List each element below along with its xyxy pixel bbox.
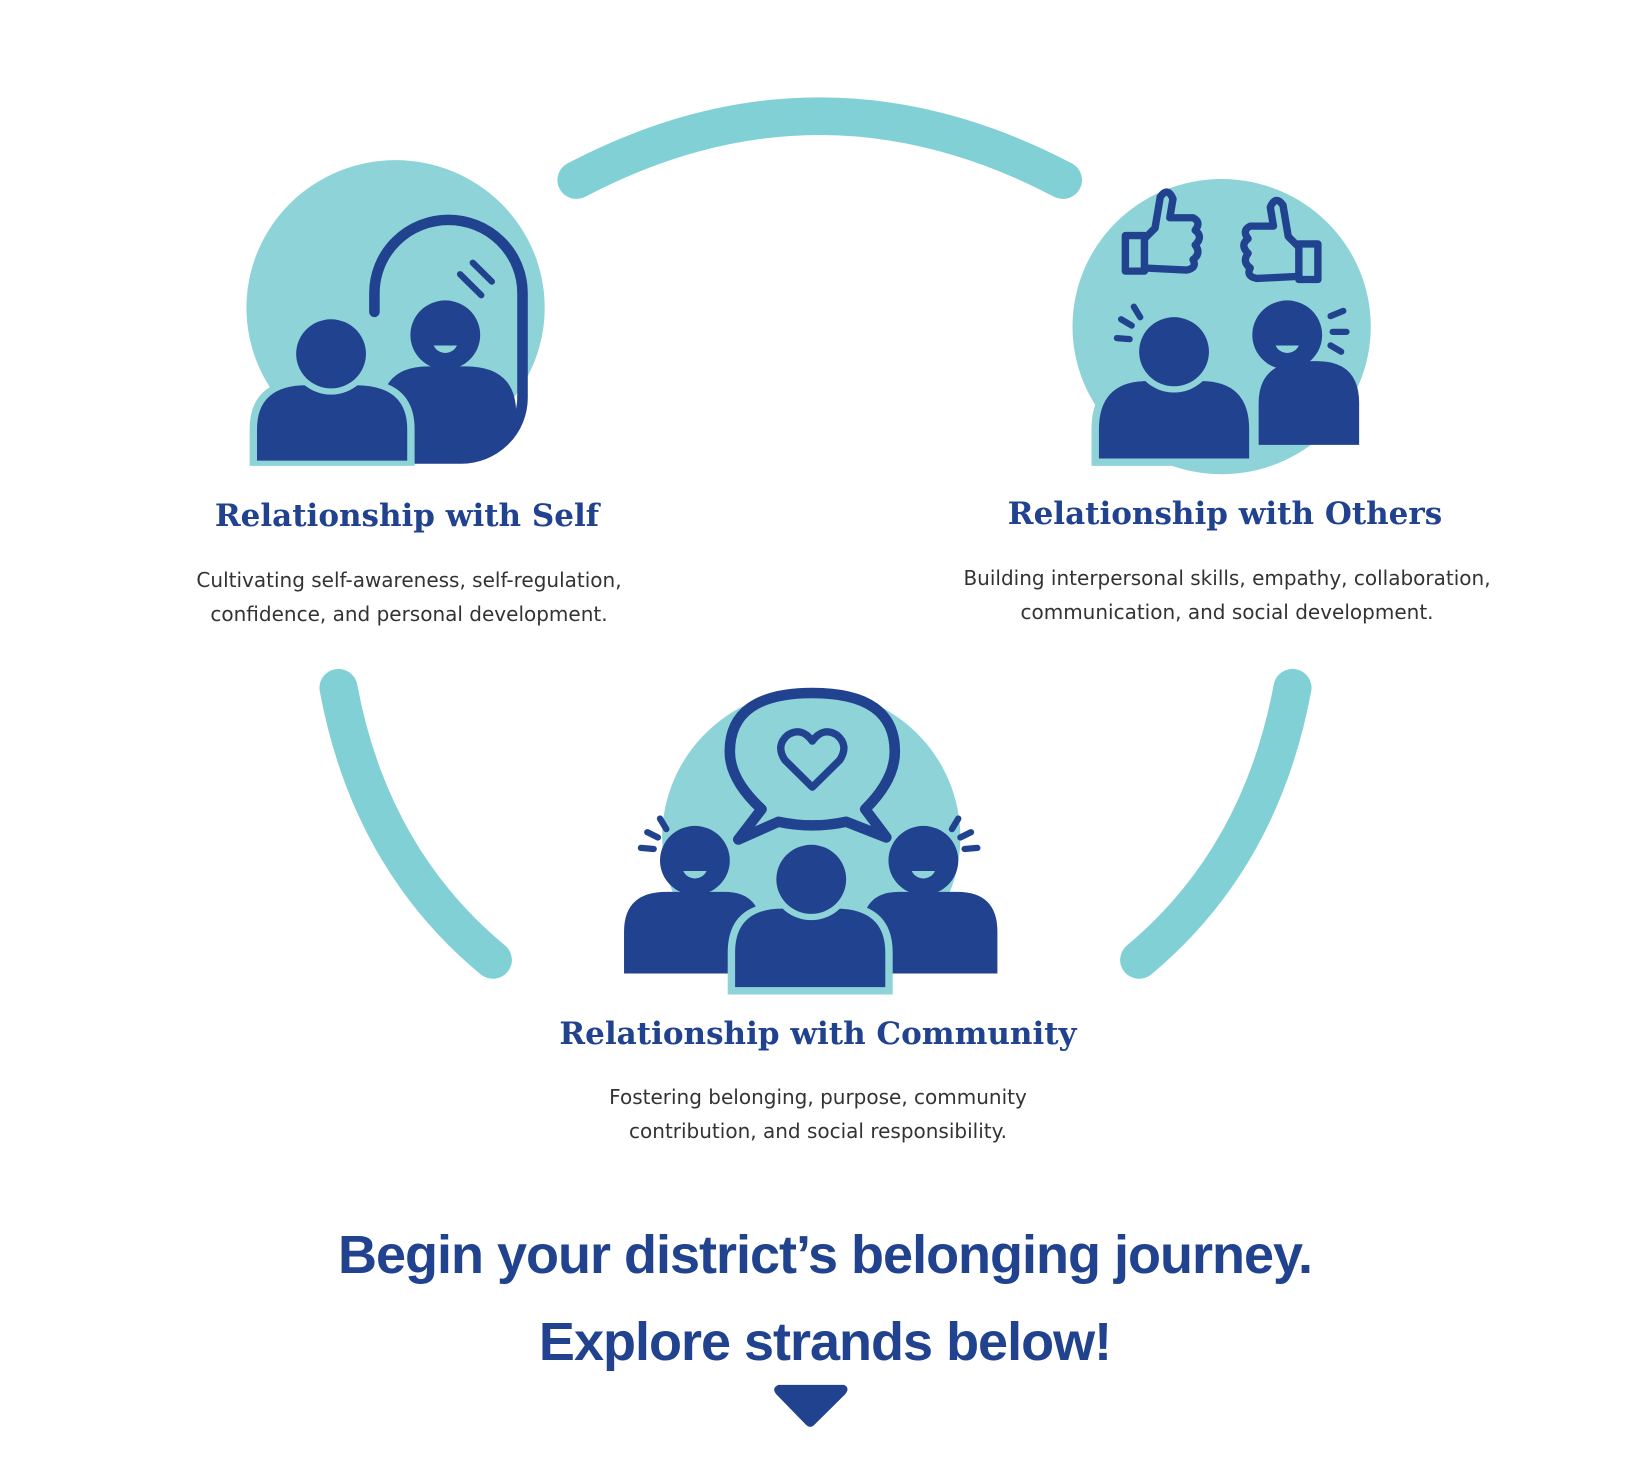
person-mirror-icon: [246, 160, 545, 466]
strand-title-self: Relationship with Self: [214, 498, 600, 534]
connector-arc-left: [319, 668, 512, 979]
triangle-down-icon[interactable]: [774, 1384, 848, 1427]
connector-arc-top: [557, 97, 1083, 199]
strand-description-others: Building interpersonal skills, empathy, …: [963, 561, 1490, 629]
connector-arc-right: [1120, 668, 1312, 979]
strand-title-others: Relationship with Others: [1007, 496, 1443, 532]
two-people-thumbs-up-icon: [1072, 179, 1371, 475]
strand-description-self: Cultivating self-awareness, self-regulat…: [196, 563, 621, 631]
description-line: contribution, and social responsibility.: [629, 1119, 1007, 1143]
description-line: communication, and social development.: [1020, 600, 1434, 624]
strand-description-community: Fostering belonging, purpose, community …: [609, 1080, 1027, 1148]
description-line: confidence, and personal development.: [210, 602, 608, 626]
description-line: Fostering belonging, purpose, community: [609, 1085, 1027, 1109]
description-line: Building interpersonal skills, empathy, …: [963, 566, 1491, 590]
strand-title-community: Relationship with Community: [559, 1016, 1077, 1052]
description-line: Cultivating self-awareness, self-regulat…: [196, 568, 622, 592]
cta-headline: Begin your district’s belonging journey.: [337, 1225, 1313, 1285]
cta-subheadline: Explore strands below!: [538, 1312, 1112, 1372]
group-heart-speech-icon: [624, 687, 998, 995]
